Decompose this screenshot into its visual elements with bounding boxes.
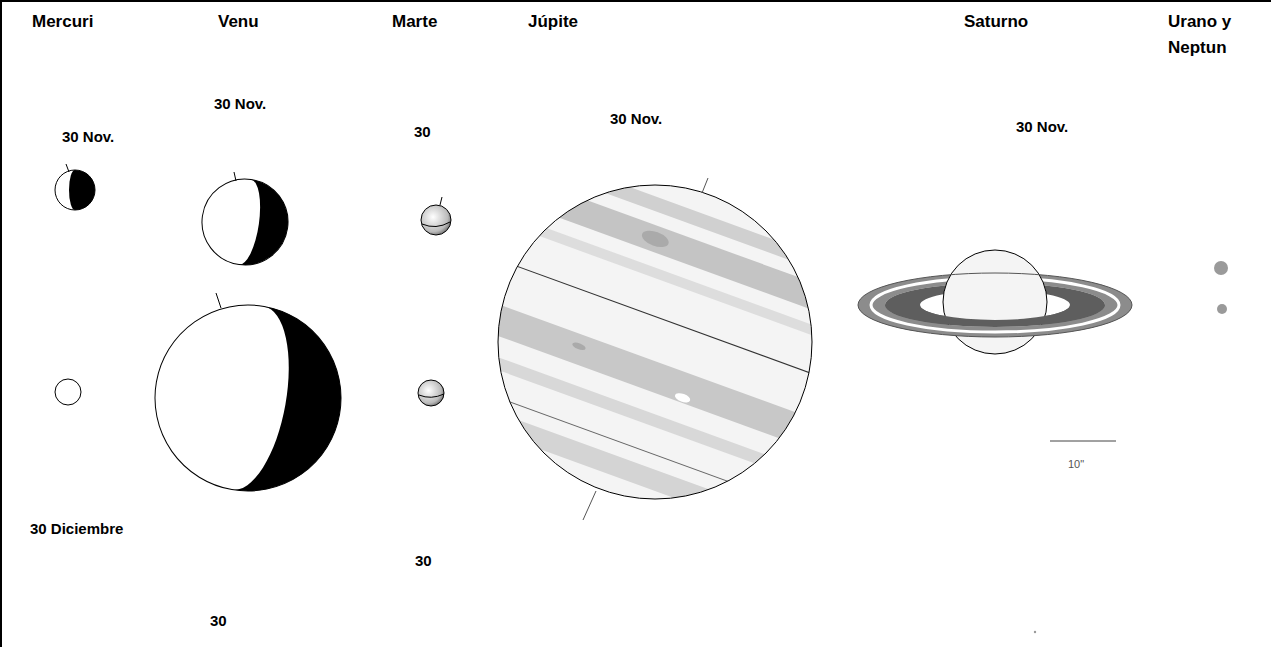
scale-label: 10" — [1068, 458, 1084, 470]
planet-heading: Venu — [218, 9, 259, 35]
planet-heading: Urano y Neptun — [1168, 9, 1266, 61]
date-label: 30 Diciembre — [30, 520, 123, 538]
frame-line — [0, 0, 2, 647]
date-label: 30 Nov. — [214, 95, 266, 113]
uranus-disk — [1214, 261, 1228, 275]
scale-bar — [1050, 441, 1116, 442]
planet-heading: Mercuri — [32, 9, 93, 35]
date-label: 30 Nov. — [62, 128, 114, 146]
frame-line — [0, 0, 1271, 2]
planet-heading: Júpite — [528, 9, 578, 35]
date-label: 30 Nov. — [1016, 118, 1068, 136]
date-label: 30 — [414, 123, 431, 141]
date-label: 30 — [210, 612, 227, 630]
mercury-phase — [55, 164, 95, 405]
planet-heading: Saturno — [964, 9, 1028, 35]
saturn-rings — [858, 250, 1132, 354]
jupiter-disk — [414, 143, 903, 547]
neptune-disk — [1217, 304, 1227, 314]
venus-phase — [140, 172, 355, 506]
date-label: 30 Nov. — [610, 110, 662, 128]
planet-heading: Marte — [392, 9, 437, 35]
date-label: 30 — [415, 552, 432, 570]
mars-disk — [418, 197, 451, 406]
dot — [1034, 631, 1036, 633]
